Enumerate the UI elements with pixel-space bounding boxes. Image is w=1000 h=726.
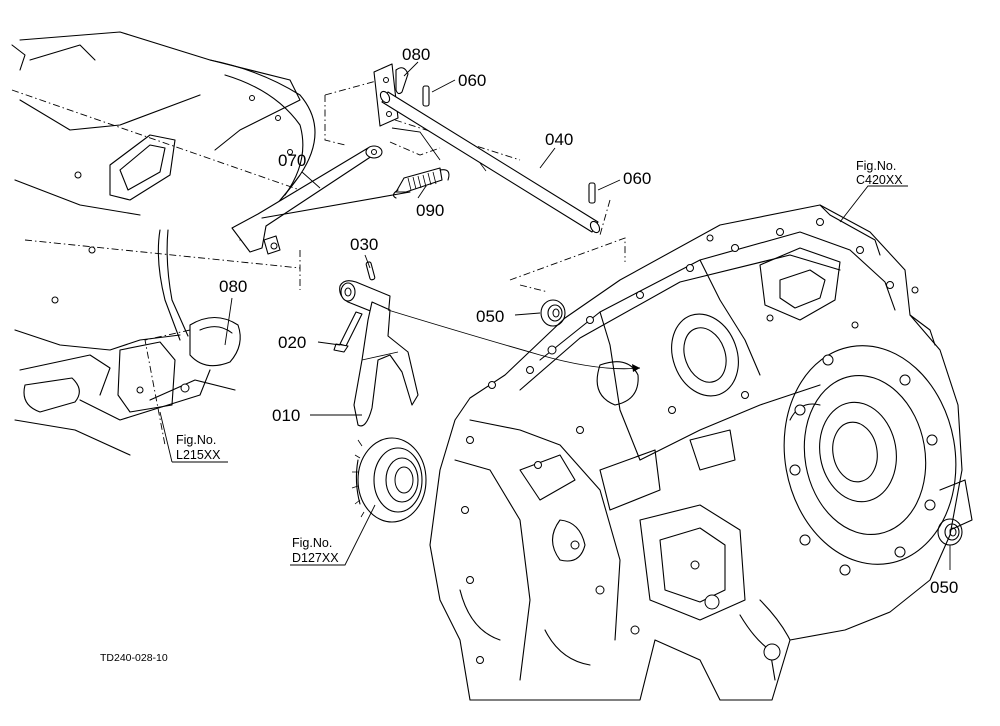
callout-090: 090 — [416, 201, 444, 220]
shift-rod — [381, 91, 599, 233]
spring-pin-060-top — [422, 85, 430, 107]
callout-080-top: 080 — [402, 45, 430, 64]
callout-070: 070 — [278, 151, 306, 170]
shift-fork — [353, 301, 419, 427]
callout-060-top: 060 — [458, 71, 486, 90]
tension-spring-090 — [392, 167, 450, 199]
callout-050-right: 050 — [930, 578, 958, 597]
callout-040: 040 — [545, 130, 573, 149]
gear-assembly — [351, 437, 427, 523]
fig-ref-c420xx-prefix: Fig.No. — [856, 159, 896, 173]
spring-pin-030 — [365, 261, 376, 281]
callout-060-mid: 060 — [623, 169, 651, 188]
shift-arm — [231, 147, 379, 253]
callout-020: 020 — [278, 333, 306, 352]
oil-seal-left — [540, 299, 566, 327]
fig-ref-c420xx-code: C420XX — [856, 173, 903, 187]
fork-pin-020 — [339, 311, 363, 347]
callout-010: 010 — [272, 406, 300, 425]
callout-050-left: 050 — [476, 307, 504, 326]
shift-rod-assembly — [373, 63, 601, 234]
callout-030: 030 — [350, 235, 378, 254]
transmission-case — [429, 204, 973, 701]
clip-080-top — [395, 67, 409, 95]
shift-fork-assembly — [333, 261, 419, 427]
callout-labels: 080 060 040 060 070 090 030 050 080 020 … — [100, 45, 958, 664]
fig-ref-d127xx-code: D127XX — [292, 551, 339, 565]
fig-ref-l215xx-code: L215XX — [176, 448, 221, 462]
leader-lines — [159, 61, 951, 570]
drawing-code: TD240-028-10 — [100, 652, 168, 664]
fig-ref-l215xx-prefix: Fig.No. — [176, 433, 216, 447]
spring-pin-060-mid — [588, 182, 596, 204]
assembly-guide-lines — [11, 79, 626, 446]
callout-080-left: 080 — [219, 277, 247, 296]
shift-arm-assembly — [231, 145, 450, 255]
fig-ref-d127xx-prefix: Fig.No. — [292, 536, 332, 550]
clutch-housing — [11, 31, 316, 456]
